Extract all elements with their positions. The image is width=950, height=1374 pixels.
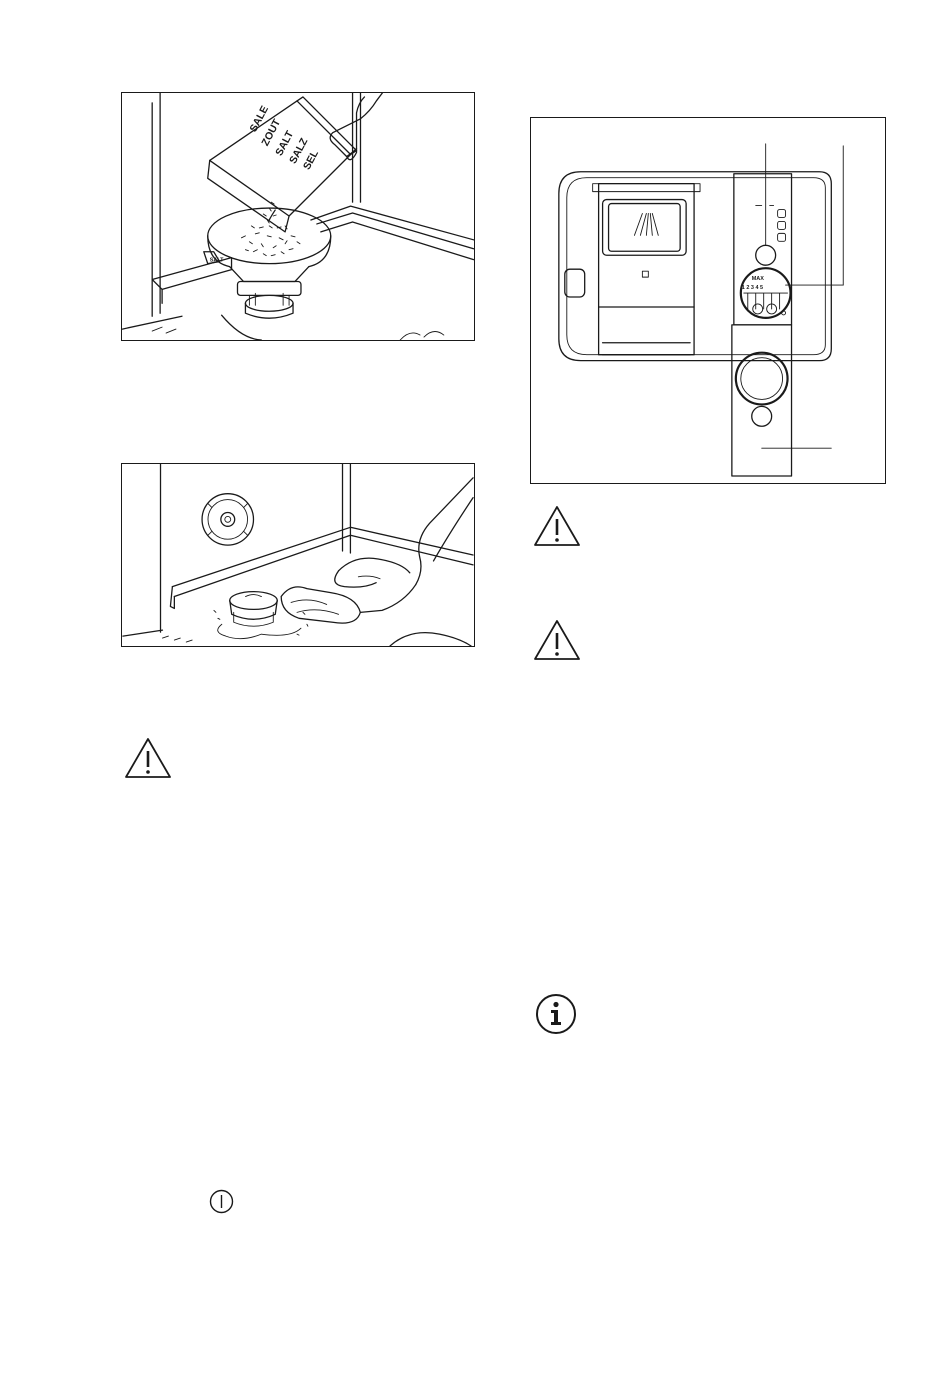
- control-panel-illustration: MAX 1 2 3 4 5: [530, 117, 886, 484]
- warning-icon: [533, 505, 581, 547]
- control-panel-drawing: MAX 1 2 3 4 5: [531, 118, 885, 483]
- warning-icon: [533, 619, 581, 661]
- power-icon: [209, 1189, 234, 1214]
- wipe-salt-illustration: [121, 463, 475, 647]
- indicator-max: MAX: [752, 276, 764, 282]
- warning-icon: [124, 737, 172, 779]
- salt-pouring-drawing: SALT SALE ZOUT SALT SALZ SEL: [122, 93, 474, 340]
- indicator-scale: 1 2 3 4 5: [742, 285, 763, 291]
- funnel-mark: SALT: [210, 258, 224, 264]
- info-icon: [535, 993, 577, 1035]
- wipe-salt-drawing: [122, 464, 474, 646]
- salt-pouring-illustration: SALT SALE ZOUT SALT SALZ SEL: [121, 92, 475, 341]
